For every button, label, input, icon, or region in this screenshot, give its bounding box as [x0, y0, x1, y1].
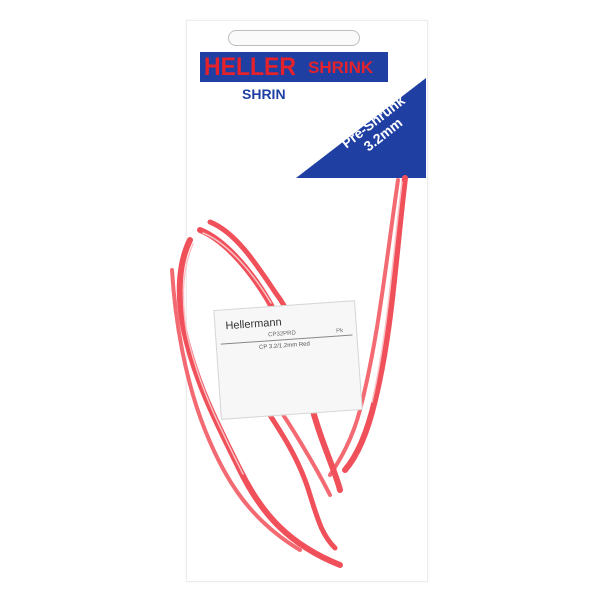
tubing-strand-7	[257, 397, 338, 551]
tubing-highlight-2	[182, 243, 244, 475]
label-description: CP 3.2/1.2mm Red	[258, 341, 311, 351]
product-label: Hellermann CP32PRD Pk CP 3.2/1.2mm Red	[213, 300, 363, 420]
label-brand: Hellermann	[225, 316, 283, 333]
brand-shrink-text: SHRINK	[308, 58, 374, 77]
sub-brand-text: SHRIN	[242, 86, 286, 102]
label-unit: Pk	[335, 328, 344, 335]
tubing-strand-8	[278, 408, 332, 497]
tubing-strand-4	[176, 237, 343, 568]
tubing-highlight-3	[202, 232, 272, 304]
brand-band	[200, 52, 388, 82]
brand-heller-text: HELLER	[204, 53, 296, 81]
pre-shrunk-badge	[296, 78, 426, 178]
hang-slot	[228, 30, 360, 46]
label-code: CP32PRD	[268, 330, 297, 339]
tubing-highlight-1	[371, 181, 403, 403]
tubing-strand-1	[342, 175, 408, 473]
tubing-strand-2	[328, 178, 400, 477]
badge-triangle	[296, 78, 426, 178]
tubing-strand-5	[170, 268, 302, 552]
